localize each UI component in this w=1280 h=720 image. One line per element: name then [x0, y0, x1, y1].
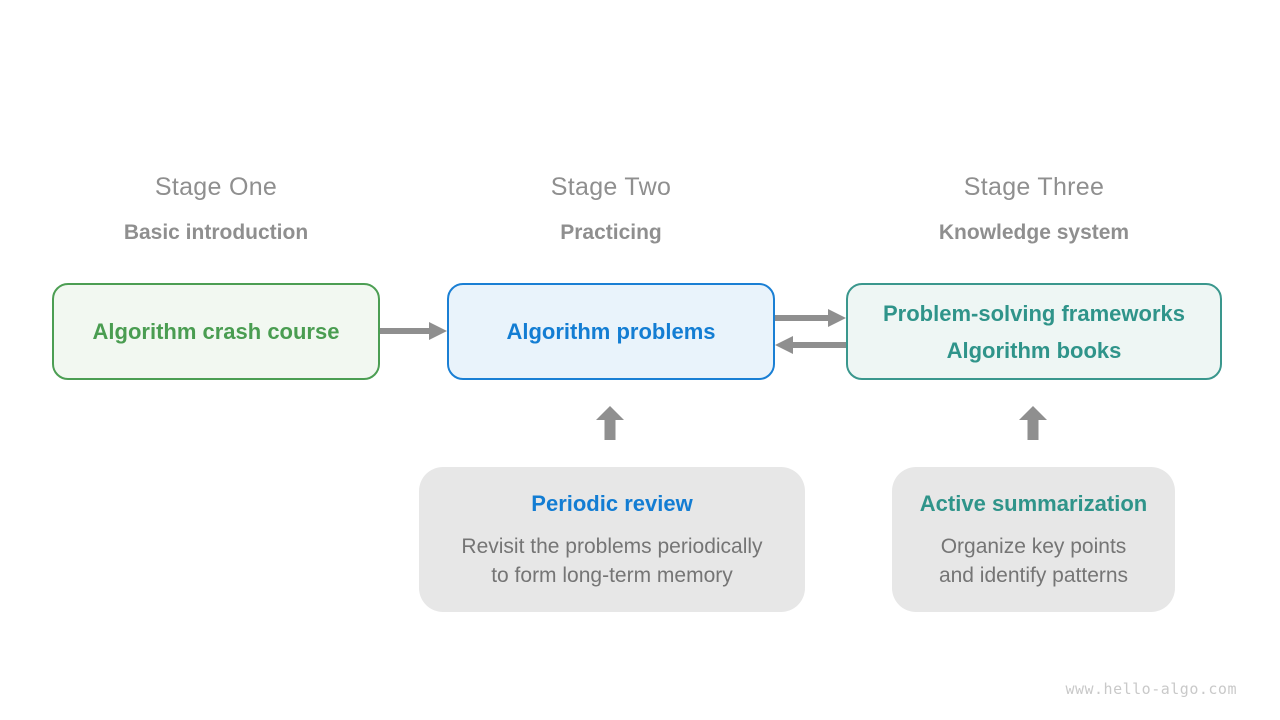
arrow-active-summarization-up-icon: [1019, 406, 1047, 440]
algorithm-books-label: Algorithm books: [946, 337, 1122, 363]
algorithm-problems-label: Algorithm problems: [506, 319, 716, 344]
algorithm-problems-box: Algorithm problems: [447, 283, 775, 380]
stage-one-title: Stage One: [154, 173, 278, 201]
active-summarization-title: Active summarization: [919, 491, 1148, 516]
stage-one-header: Stage One Basic introduction: [52, 172, 380, 246]
watermark-url: www.hello-algo.com: [1065, 680, 1237, 698]
periodic-review-body-line1: Revisit the problems periodically: [461, 535, 763, 558]
periodic-review-card: Periodic review Revisit the problems per…: [419, 467, 805, 612]
active-summarization-body-line2: and identify patterns: [938, 564, 1129, 587]
stage-three-title: Stage Three: [963, 173, 1105, 201]
active-summarization-body: Organize key points and identify pattern…: [939, 532, 1128, 590]
problem-solving-frameworks-label: Problem-solving frameworks: [883, 300, 1185, 326]
periodic-review-title: Periodic review: [531, 491, 693, 516]
arrow-periodic-review-up-icon: [596, 406, 624, 440]
active-summarization-card: Active summarization Organize key points…: [892, 467, 1175, 612]
stage-two-header: Stage Two Practicing: [447, 172, 775, 246]
stage-two-subtitle: Practicing: [560, 221, 662, 244]
stage-three-subtitle: Knowledge system: [938, 221, 1130, 244]
knowledge-system-box: Problem-solving frameworks Algorithm boo…: [846, 283, 1222, 380]
stage-two-title: Stage Two: [550, 173, 672, 201]
stage-one-subtitle: Basic introduction: [123, 221, 309, 244]
active-summarization-body-line1: Organize key points: [940, 535, 1127, 558]
algorithm-crash-course-label: Algorithm crash course: [92, 319, 340, 344]
arrow-stage1-to-stage2-icon: [380, 322, 447, 340]
arrow-stage2-stage3-bidirectional-icon: [775, 309, 846, 354]
periodic-review-body-line2: to form long-term memory: [491, 564, 733, 587]
stage-three-header: Stage Three Knowledge system: [846, 172, 1222, 246]
periodic-review-body: Revisit the problems periodically to for…: [461, 532, 762, 590]
algorithm-crash-course-box: Algorithm crash course: [52, 283, 380, 380]
